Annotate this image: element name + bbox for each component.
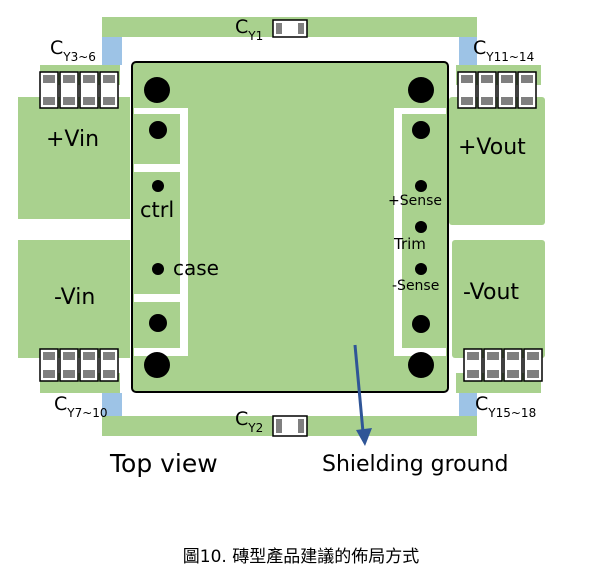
minus-vin-label: -Vin [54, 285, 95, 310]
gap-bottom-right [459, 393, 477, 416]
capacitor-cy1 [272, 19, 308, 38]
cy3-6-label: CY3~6 [50, 37, 96, 64]
capacitor-array-cy7-10 [39, 348, 119, 382]
capacitor [497, 71, 517, 109]
plus-sense-label: +Sense [388, 193, 442, 209]
gap-top-left [102, 37, 122, 65]
capacitor [523, 348, 543, 382]
minus-vout-label: -Vout [463, 280, 519, 305]
pin-trim [415, 221, 427, 233]
capacitor [79, 348, 99, 382]
capacitor [463, 348, 483, 382]
cy7-10-label: CY7~10 [54, 393, 108, 420]
plus-vout-pad [449, 97, 545, 225]
cy1-label: CY1 [235, 16, 263, 43]
plus-vout-label: +Vout [458, 135, 526, 160]
pin-plus-vin [149, 121, 167, 139]
capacitor-cy2 [272, 415, 308, 437]
capacitor [39, 348, 59, 382]
right-clearance-bottom [394, 348, 446, 356]
trim-label: Trim [393, 235, 426, 253]
minus-vout-pad [452, 240, 545, 358]
capacitor [39, 71, 59, 109]
layout-diagram: +Vin -Vin +Vout -Vout ctrl case +Sense T… [18, 16, 545, 478]
cy2-label: CY2 [235, 408, 263, 435]
minus-vin-pad [18, 240, 130, 358]
ctrl-label: ctrl [140, 198, 174, 222]
capacitor [59, 71, 79, 109]
capacitor [99, 348, 119, 382]
cy15-18-label: CY15~18 [475, 393, 536, 420]
module-body [131, 61, 449, 393]
case-label: case [173, 256, 219, 280]
pin-corner-tr [408, 77, 434, 103]
plus-vin-label: +Vin [46, 127, 99, 152]
right-clearance-top [394, 108, 446, 114]
plus-vin-pad [18, 97, 130, 219]
capacitor [483, 348, 503, 382]
minus-sense-label: -Sense [392, 278, 439, 294]
shielding-ground-arrowhead [356, 428, 372, 446]
pin-minus-sense [415, 263, 427, 275]
minus-sense-pin-pad [404, 256, 446, 292]
pin-plus-sense [415, 180, 427, 192]
pin-ctrl [152, 180, 164, 192]
left-clearance-bottom [134, 348, 188, 356]
pin-minus-vout [412, 315, 430, 333]
left-clearance [180, 108, 188, 356]
capacitor [503, 348, 523, 382]
pin-minus-vin [149, 314, 167, 332]
pin-corner-br [408, 352, 434, 378]
capacitor [99, 71, 119, 109]
pin-corner-tl [144, 77, 170, 103]
capacitor-array-cy3-6 [39, 71, 119, 109]
figure-caption: 圖10. 磚型產品建議的佈局方式 [182, 547, 420, 567]
left-clearance-mid2 [134, 294, 180, 302]
right-clearance [394, 108, 402, 356]
capacitor-array-cy11-14 [457, 71, 537, 109]
shielding-ground-arrow [353, 344, 365, 433]
gap-top-right [459, 37, 477, 65]
capacitor [477, 71, 497, 109]
shielding-ground-label: Shielding ground [322, 452, 508, 477]
pin-plus-vout [412, 121, 430, 139]
left-clearance-top [134, 108, 188, 114]
capacitor [79, 71, 99, 109]
top-view-label: Top view [109, 449, 218, 478]
capacitor [517, 71, 537, 109]
capacitor [59, 348, 79, 382]
pin-corner-bl [144, 352, 170, 378]
pin-case [152, 263, 164, 275]
capacitor-array-cy15-18 [463, 348, 543, 382]
gap-bottom-left [102, 393, 122, 416]
left-clearance-mid1 [134, 164, 180, 172]
capacitor [457, 71, 477, 109]
cy11-14-label: CY11~14 [473, 37, 534, 64]
